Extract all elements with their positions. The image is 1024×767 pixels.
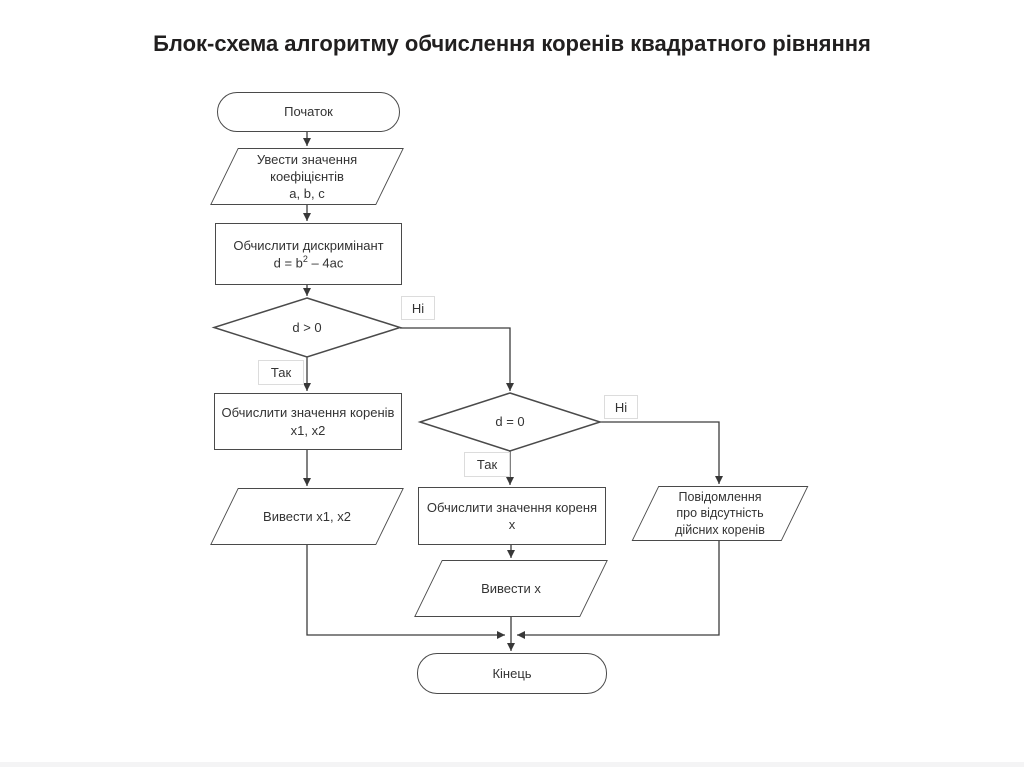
bottom-strip bbox=[0, 762, 1024, 767]
root-line-1: Обчислити значення кореня bbox=[426, 499, 598, 515]
end-terminator: Кінець bbox=[417, 653, 607, 694]
decision-d-eq-0: d = 0 bbox=[420, 393, 600, 451]
formula-base: d = b bbox=[273, 255, 303, 271]
message-line-2: про відсутність bbox=[676, 506, 764, 521]
yes-1-text: Так bbox=[270, 365, 292, 380]
output-root-text: Вивести x bbox=[428, 580, 594, 597]
decision-d-gt-0: d > 0 bbox=[214, 298, 400, 357]
connector-decision2-no bbox=[600, 421, 723, 484]
page-title: Блок-схема алгоритму обчислення коренів … bbox=[153, 31, 871, 56]
no-2-text: Ні bbox=[614, 399, 628, 415]
input-line-3: a, b, c bbox=[289, 186, 325, 202]
start-terminator: Початок bbox=[217, 92, 400, 132]
formula-rest: – 4ac bbox=[307, 255, 344, 271]
input-coefficients-io: Увести значення коефіцієнтів a, b, c bbox=[210, 148, 404, 205]
input-line-2: коефіцієнтів bbox=[270, 168, 344, 184]
discriminant-process: Обчислити дискримінант d = b2 – 4ac bbox=[215, 223, 402, 285]
no-roots-message-io: Повідомлення про відсутність дійсних кор… bbox=[631, 486, 809, 541]
output-root-label: Вивести x bbox=[481, 580, 541, 596]
output-roots-io: Вивести x1, x2 bbox=[210, 488, 404, 545]
edge-label-no-1: Ні bbox=[401, 296, 435, 320]
decision-d-eq-0-diamond bbox=[417, 392, 603, 452]
input-line-1: Увести значення bbox=[256, 151, 358, 167]
edge-label-no-2: Ні bbox=[604, 395, 638, 419]
yes-2-text: Так bbox=[476, 457, 498, 472]
input-coefficients-text: Увести значення коефіцієнтів a, b, c bbox=[224, 151, 390, 202]
roots-line-1: Обчислити значення коренів bbox=[221, 405, 395, 421]
output-root-io: Вивести x bbox=[414, 560, 608, 617]
no-roots-message-text: Повідомлення про відсутність дійсних кор… bbox=[645, 489, 795, 538]
compute-root-process: Обчислити значення кореня x bbox=[418, 487, 606, 545]
output-roots-text: Вивести x1, x2 bbox=[224, 508, 390, 525]
connector-message-junction bbox=[517, 541, 720, 639]
connector-decision1-no bbox=[400, 327, 514, 391]
no-1-text: Ні bbox=[411, 300, 425, 316]
message-line-1: Повідомлення bbox=[678, 490, 762, 505]
decision-d-eq-0-label: d = 0 bbox=[495, 414, 525, 430]
start-label: Початок bbox=[284, 104, 333, 120]
output-roots-label: Вивести x1, x2 bbox=[263, 508, 351, 524]
decision-d-gt-0-diamond bbox=[211, 297, 403, 358]
compute-roots-process: Обчислити значення коренів x1, x2 bbox=[214, 393, 402, 450]
decision-d-gt-0-label: d > 0 bbox=[292, 319, 322, 335]
edge-label-yes-2: Так bbox=[464, 452, 510, 477]
connector-outputroots-junction bbox=[306, 545, 505, 639]
discriminant-formula: d = b2 – 4ac bbox=[274, 254, 344, 271]
discriminant-line-1: Обчислити дискримінант bbox=[233, 237, 384, 253]
edge-label-yes-1: Так bbox=[258, 360, 304, 385]
root-line-2: x bbox=[508, 517, 516, 532]
roots-line-2: x1, x2 bbox=[290, 422, 326, 438]
formula-superscript: 2 bbox=[302, 253, 308, 264]
message-line-3: дійсних коренів bbox=[675, 522, 765, 537]
end-label: Кінець bbox=[492, 665, 532, 681]
